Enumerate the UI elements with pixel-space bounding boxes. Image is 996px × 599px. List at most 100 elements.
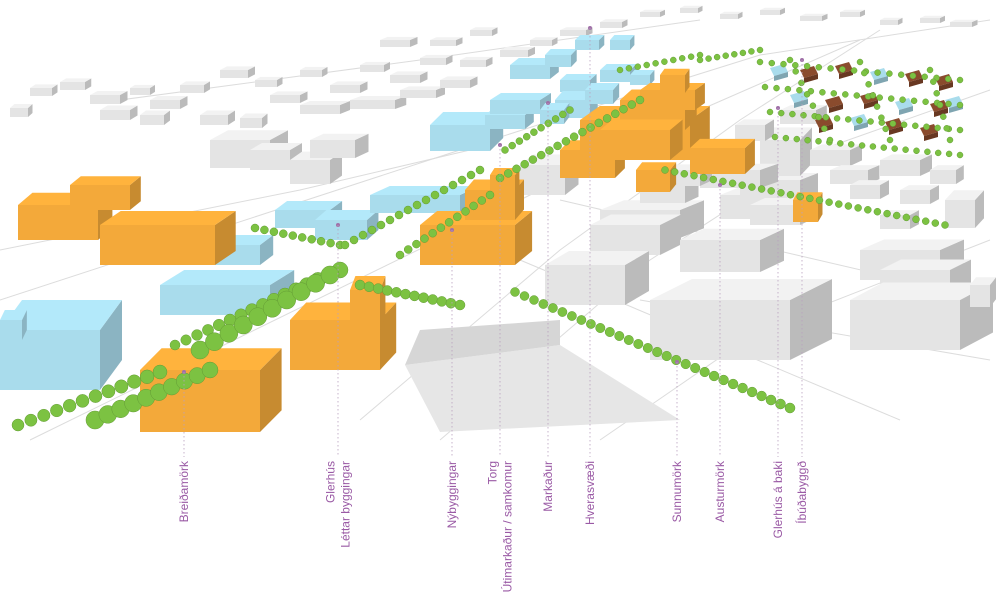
tree xyxy=(853,92,861,99)
tree xyxy=(557,307,568,317)
tree xyxy=(448,180,458,190)
tree xyxy=(815,113,822,121)
glass-building xyxy=(630,70,655,85)
tree xyxy=(553,141,562,151)
tree xyxy=(786,56,794,64)
tree xyxy=(777,109,785,117)
tree xyxy=(756,390,767,402)
tree xyxy=(738,181,746,189)
tree xyxy=(262,299,282,318)
tree xyxy=(803,91,811,98)
tree xyxy=(567,311,577,321)
tree xyxy=(933,90,940,97)
tree xyxy=(844,202,853,210)
tree xyxy=(934,124,941,132)
existing-building xyxy=(810,144,862,166)
tree xyxy=(394,210,404,220)
tree xyxy=(777,189,785,197)
tree xyxy=(219,324,239,343)
tree xyxy=(867,118,874,125)
tree xyxy=(306,274,325,293)
residential-block xyxy=(790,91,808,108)
callout-label: Breiðamörk xyxy=(177,460,191,522)
tree xyxy=(842,91,849,98)
tree xyxy=(789,110,796,118)
callout-label: Markaður xyxy=(541,461,555,512)
existing-building xyxy=(350,95,407,109)
existing-building xyxy=(60,78,92,90)
tree xyxy=(269,227,279,237)
new-building xyxy=(660,68,690,93)
callout-label: Hverasvæði xyxy=(583,461,597,525)
tree xyxy=(436,223,446,232)
tree xyxy=(469,201,478,211)
tree xyxy=(923,123,930,131)
tree xyxy=(623,335,634,345)
new-building xyxy=(70,176,141,210)
tree xyxy=(827,65,834,72)
tree xyxy=(945,100,952,108)
tree xyxy=(625,65,633,72)
tree xyxy=(548,303,558,313)
tree xyxy=(619,104,628,114)
tree xyxy=(536,150,546,160)
existing-building xyxy=(140,110,170,125)
tree xyxy=(428,228,437,238)
tree xyxy=(594,118,604,128)
plaza-platform xyxy=(405,345,680,432)
tree xyxy=(400,288,411,300)
tree xyxy=(50,403,64,418)
tree xyxy=(595,323,606,333)
tree xyxy=(739,49,747,57)
glass-building xyxy=(0,310,27,340)
tree xyxy=(756,46,764,54)
tree xyxy=(922,98,929,106)
new-building xyxy=(690,138,755,174)
tree xyxy=(372,283,384,294)
tree xyxy=(180,334,192,346)
tree xyxy=(956,76,964,84)
existing-building xyxy=(440,76,478,88)
tree xyxy=(409,290,420,302)
tree xyxy=(708,370,720,382)
tree xyxy=(761,83,769,91)
existing-building xyxy=(590,214,681,255)
tree xyxy=(837,140,844,147)
tree xyxy=(436,296,448,307)
trees-layer xyxy=(11,46,964,432)
tree xyxy=(748,183,756,191)
tree xyxy=(503,169,513,178)
tree xyxy=(709,175,718,184)
existing-building xyxy=(430,37,463,46)
tree xyxy=(889,120,897,127)
tree xyxy=(485,190,495,200)
tree xyxy=(886,136,894,144)
tree xyxy=(475,165,485,175)
tree xyxy=(718,374,729,386)
tree xyxy=(878,114,885,121)
tree xyxy=(420,234,429,243)
tree xyxy=(529,295,539,305)
existing-building xyxy=(270,91,308,103)
existing-building xyxy=(945,190,984,228)
callout-label: Útimarkaður / samkomur xyxy=(500,461,515,592)
tree xyxy=(363,281,375,293)
tree xyxy=(887,95,895,102)
callout-markadur: Markaður xyxy=(541,101,555,512)
tree xyxy=(586,319,596,329)
tree xyxy=(765,394,777,406)
residential-block xyxy=(825,96,843,113)
existing-building xyxy=(970,277,996,307)
tree xyxy=(661,58,668,65)
existing-building xyxy=(830,165,880,184)
tree xyxy=(861,69,868,77)
tree xyxy=(385,215,395,225)
tree xyxy=(945,150,953,158)
tree xyxy=(191,329,203,341)
tree xyxy=(746,386,758,398)
existing-building xyxy=(735,119,774,141)
tree xyxy=(551,115,560,123)
tree xyxy=(835,200,843,208)
tree xyxy=(699,366,710,378)
